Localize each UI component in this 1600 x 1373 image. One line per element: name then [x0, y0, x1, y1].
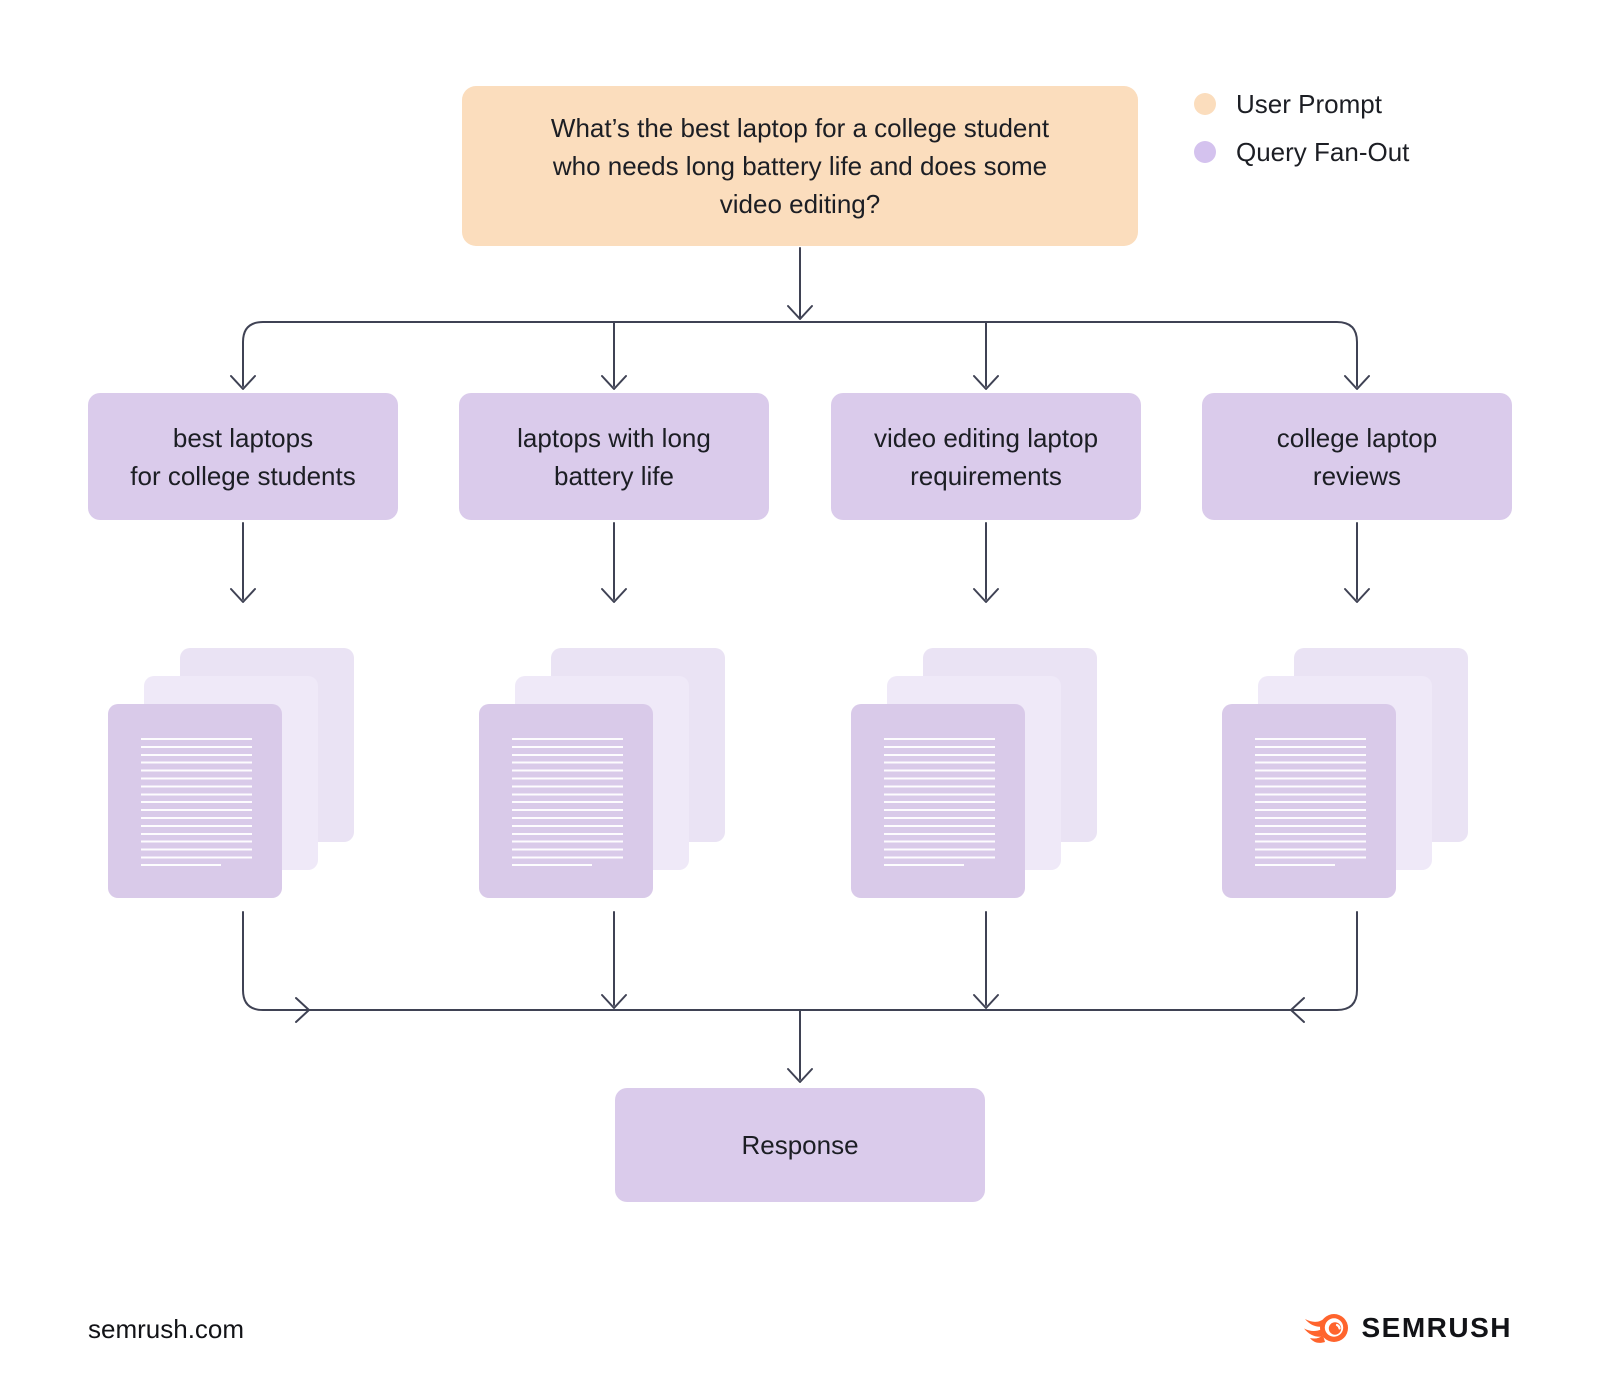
query-label-1: best laptops for college students — [130, 422, 356, 491]
legend-item-query-fanout: Query Fan-Out — [1194, 139, 1409, 165]
query-label-4: college laptop reviews — [1276, 422, 1438, 491]
document-text-lines — [512, 738, 623, 864]
query-label-2: laptops with long battery life — [517, 422, 711, 491]
legend-item-user-prompt: User Prompt — [1194, 91, 1409, 117]
document-stack-1 — [108, 648, 378, 898]
user-prompt-box: What’s the best laptop for a college stu… — [462, 86, 1138, 246]
user-prompt-text: What’s the best laptop for a college stu… — [550, 113, 1050, 219]
document-text-lines — [884, 738, 995, 864]
legend: User Prompt Query Fan-Out — [1194, 91, 1409, 165]
arrowhead-converge-left — [1290, 997, 1305, 1023]
document-last-line — [512, 864, 592, 866]
arrowhead-query-4 — [1344, 375, 1370, 390]
semrush-flame-icon — [1304, 1314, 1349, 1343]
document-stack-4 — [1222, 648, 1492, 898]
document-last-line — [884, 864, 964, 866]
footer-site-text: semrush.com — [88, 1314, 245, 1344]
legend-label-user-prompt: User Prompt — [1236, 89, 1382, 119]
arrowhead-converge-right — [295, 997, 310, 1023]
arrowhead-query-3 — [973, 375, 999, 390]
arrowhead-stack-1 — [230, 588, 256, 603]
query-box-2: laptops with long battery life — [459, 393, 769, 520]
fanout-rail — [242, 321, 1358, 387]
document-stack-3 — [851, 648, 1121, 898]
query-box-3: video editing laptop requirements — [831, 393, 1141, 520]
user-prompt-dot-icon — [1194, 93, 1216, 115]
document-page-front — [108, 704, 282, 898]
arrowhead-stack-2 — [601, 588, 627, 603]
query-box-1: best laptops for college students — [88, 393, 398, 520]
arrowhead-query-1 — [230, 375, 256, 390]
response-box: Response — [615, 1088, 985, 1202]
semrush-logo-text: SEMRUSH — [1361, 1312, 1512, 1343]
document-last-line — [141, 864, 221, 866]
arrowhead-query-2 — [601, 375, 627, 390]
arrowhead-prompt — [787, 305, 813, 320]
arrowhead-stack-3 — [973, 588, 999, 603]
legend-label-query-fanout: Query Fan-Out — [1236, 137, 1410, 167]
semrush-logo: SEMRUSH — [1304, 1310, 1512, 1346]
arrowhead-converge-3 — [973, 994, 999, 1009]
response-label: Response — [741, 1130, 859, 1160]
document-page-front — [851, 704, 1025, 898]
document-text-lines — [1255, 738, 1366, 864]
arrowhead-stack-4 — [1344, 588, 1370, 603]
converge-rail — [242, 911, 1358, 1011]
query-fanout-dot-icon — [1194, 141, 1216, 163]
query-label-3: video editing laptop requirements — [873, 422, 1099, 491]
arrowhead-converge-2 — [601, 994, 627, 1009]
document-last-line — [1255, 864, 1335, 866]
arrowhead-response — [787, 1068, 813, 1083]
query-box-4: college laptop reviews — [1202, 393, 1512, 520]
document-stack-2 — [479, 648, 749, 898]
document-text-lines — [141, 738, 252, 864]
document-page-front — [479, 704, 653, 898]
document-page-front — [1222, 704, 1396, 898]
